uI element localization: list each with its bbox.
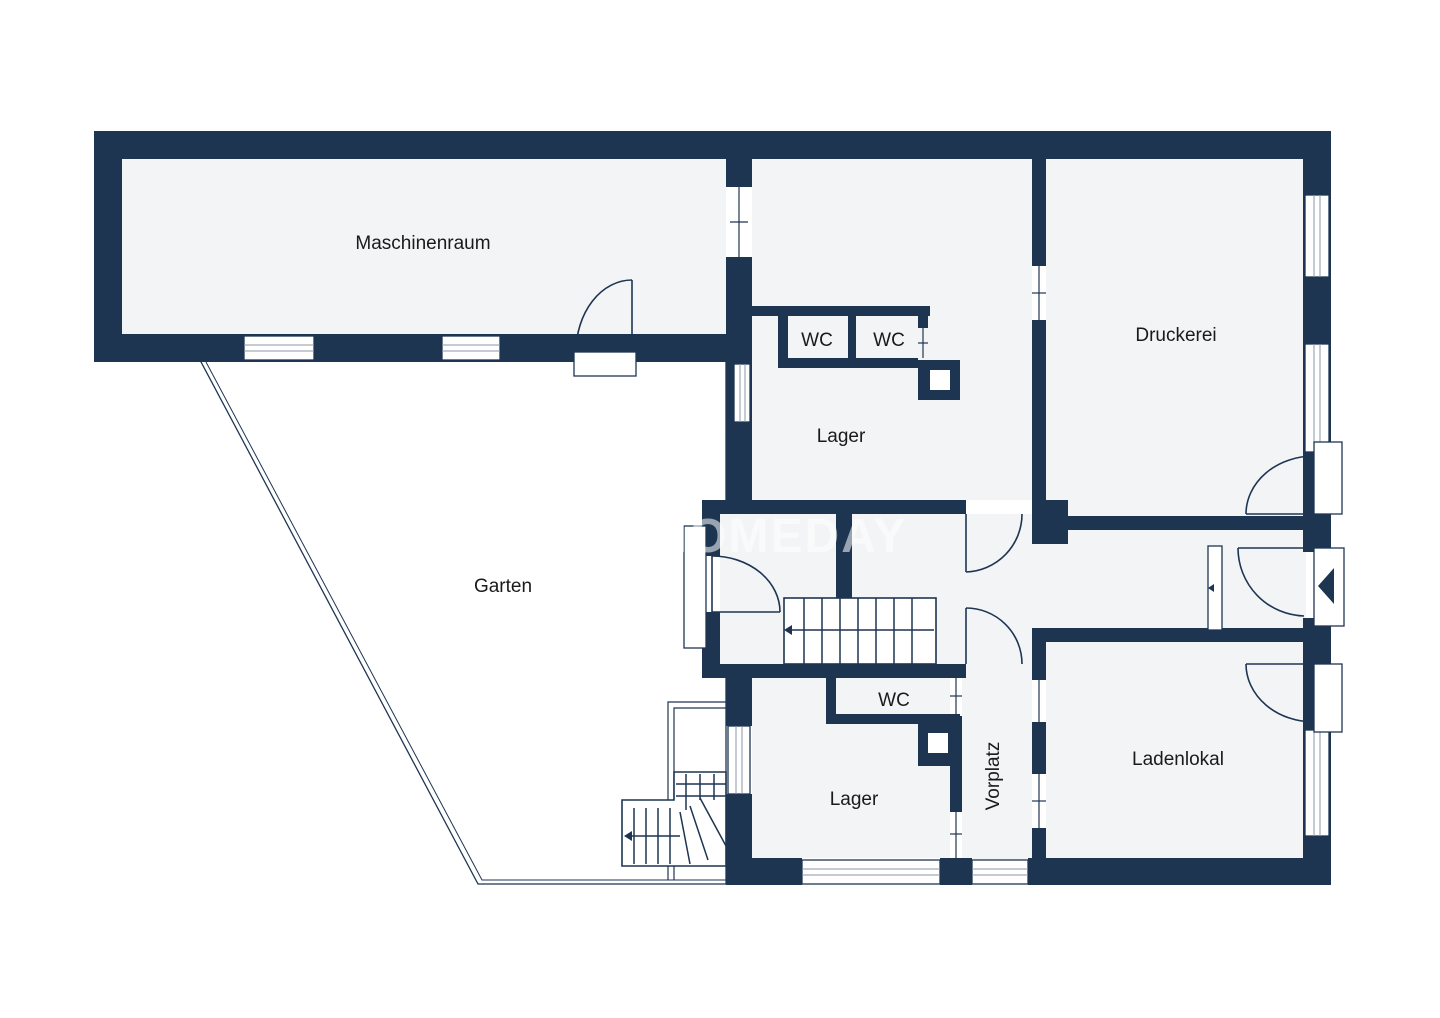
wall-right-door-jamb <box>1303 512 1331 552</box>
label-wc-2: WC <box>873 330 905 351</box>
wall-wc3-bottom <box>826 714 960 724</box>
floor-vorplatz <box>962 664 1032 860</box>
wall-bottom-c <box>1028 858 1331 885</box>
shaft-upper-inner <box>930 370 950 390</box>
window-maschinenraum-1 <box>243 335 315 361</box>
garden-boundary-inner <box>205 361 726 881</box>
floor-lager-unten <box>752 678 950 858</box>
watermark: HOMEDAY <box>653 510 908 563</box>
wall-druckerei-corner <box>1032 500 1068 544</box>
wall-lager-druckerei-a <box>1032 131 1046 266</box>
label-wc-1: WC <box>801 330 833 351</box>
door-lager-corridor <box>965 513 1023 573</box>
stair-core-arrow-icon <box>846 552 852 560</box>
wall-vorplatz-ladenlokal-c <box>1032 828 1046 885</box>
room-labels: Maschinenraum Garten Lager WC WC Drucker… <box>355 233 1224 810</box>
window-lager-unten-south <box>801 859 941 885</box>
exterior-stair-arrow-icon <box>624 831 632 841</box>
door-druckerei-exterior <box>1245 441 1343 515</box>
window-lager-unten-west <box>727 725 751 795</box>
door-garden-corridor <box>683 525 781 649</box>
wall-corridor-top-right <box>1032 516 1304 530</box>
floor-lager-oben <box>752 158 1032 500</box>
floor-ladenlokal <box>1046 640 1304 858</box>
exterior-staircase <box>621 701 727 880</box>
floor-maschinenraum <box>122 158 726 334</box>
wall-vorplatz-ladenlokal-b <box>1032 722 1046 774</box>
wall-wc3-left <box>826 678 836 724</box>
label-ladenlokal: Ladenlokal <box>1132 749 1224 770</box>
label-druckerei: Druckerei <box>1135 325 1216 346</box>
openings <box>730 187 1046 858</box>
wall-vorplatz-ladenlokal-a <box>1032 628 1046 680</box>
windows <box>243 194 1330 885</box>
label-lager-oben: Lager <box>817 426 866 447</box>
entrance-arrow-icon <box>1318 568 1334 604</box>
stair-arrow-icon <box>784 625 792 635</box>
window-vorplatz-south <box>971 859 1029 885</box>
wall-top <box>94 131 1331 159</box>
wall-lager-druckerei-b <box>1032 320 1046 530</box>
window-lager-west <box>733 363 751 423</box>
sliding-arrow-icon <box>1208 584 1214 592</box>
wall-stair-core <box>836 514 852 600</box>
shafts <box>918 360 960 766</box>
wall-maschinenraum-bottom <box>94 334 752 362</box>
wall-wc-mid <box>848 316 856 364</box>
window-maschinenraum-2 <box>441 335 501 361</box>
corridor-sliding-element <box>1207 545 1223 631</box>
wall-corridor-bottom-left <box>702 664 966 678</box>
wall-corridor-top-left <box>702 500 966 514</box>
wall-left <box>94 131 122 362</box>
window-ladenlokal <box>1304 729 1330 837</box>
wall-wc-right <box>918 306 928 328</box>
door-ladenlokal-exterior <box>1245 663 1343 733</box>
shaft-lower-inner <box>928 733 948 753</box>
doors <box>573 279 1345 733</box>
window-druckerei-2 <box>1304 343 1330 453</box>
label-maschinenraum: Maschinenraum <box>355 233 490 254</box>
wall-bottom-b <box>940 858 972 885</box>
door-main-entrance <box>1237 547 1345 627</box>
door-vorplatz-corridor <box>965 607 1023 665</box>
door-maschinenraum-garden <box>573 279 637 377</box>
floor-druckerei <box>1046 158 1304 530</box>
wall-bottom-a <box>726 858 802 885</box>
wall-wc-left <box>778 306 788 368</box>
wall-lower-left-a <box>726 664 752 726</box>
wall-partition-a <box>726 131 752 187</box>
label-garten: Garten <box>474 576 532 597</box>
window-druckerei-1 <box>1304 194 1330 278</box>
label-vorplatz: Vorplatz <box>983 742 1004 811</box>
label-wc-3: WC <box>878 690 910 711</box>
wall-corridor-bottom-right <box>1032 628 1304 642</box>
label-lager-unten: Lager <box>830 789 879 810</box>
interior-staircase <box>783 552 937 665</box>
room-floors <box>122 158 1306 860</box>
